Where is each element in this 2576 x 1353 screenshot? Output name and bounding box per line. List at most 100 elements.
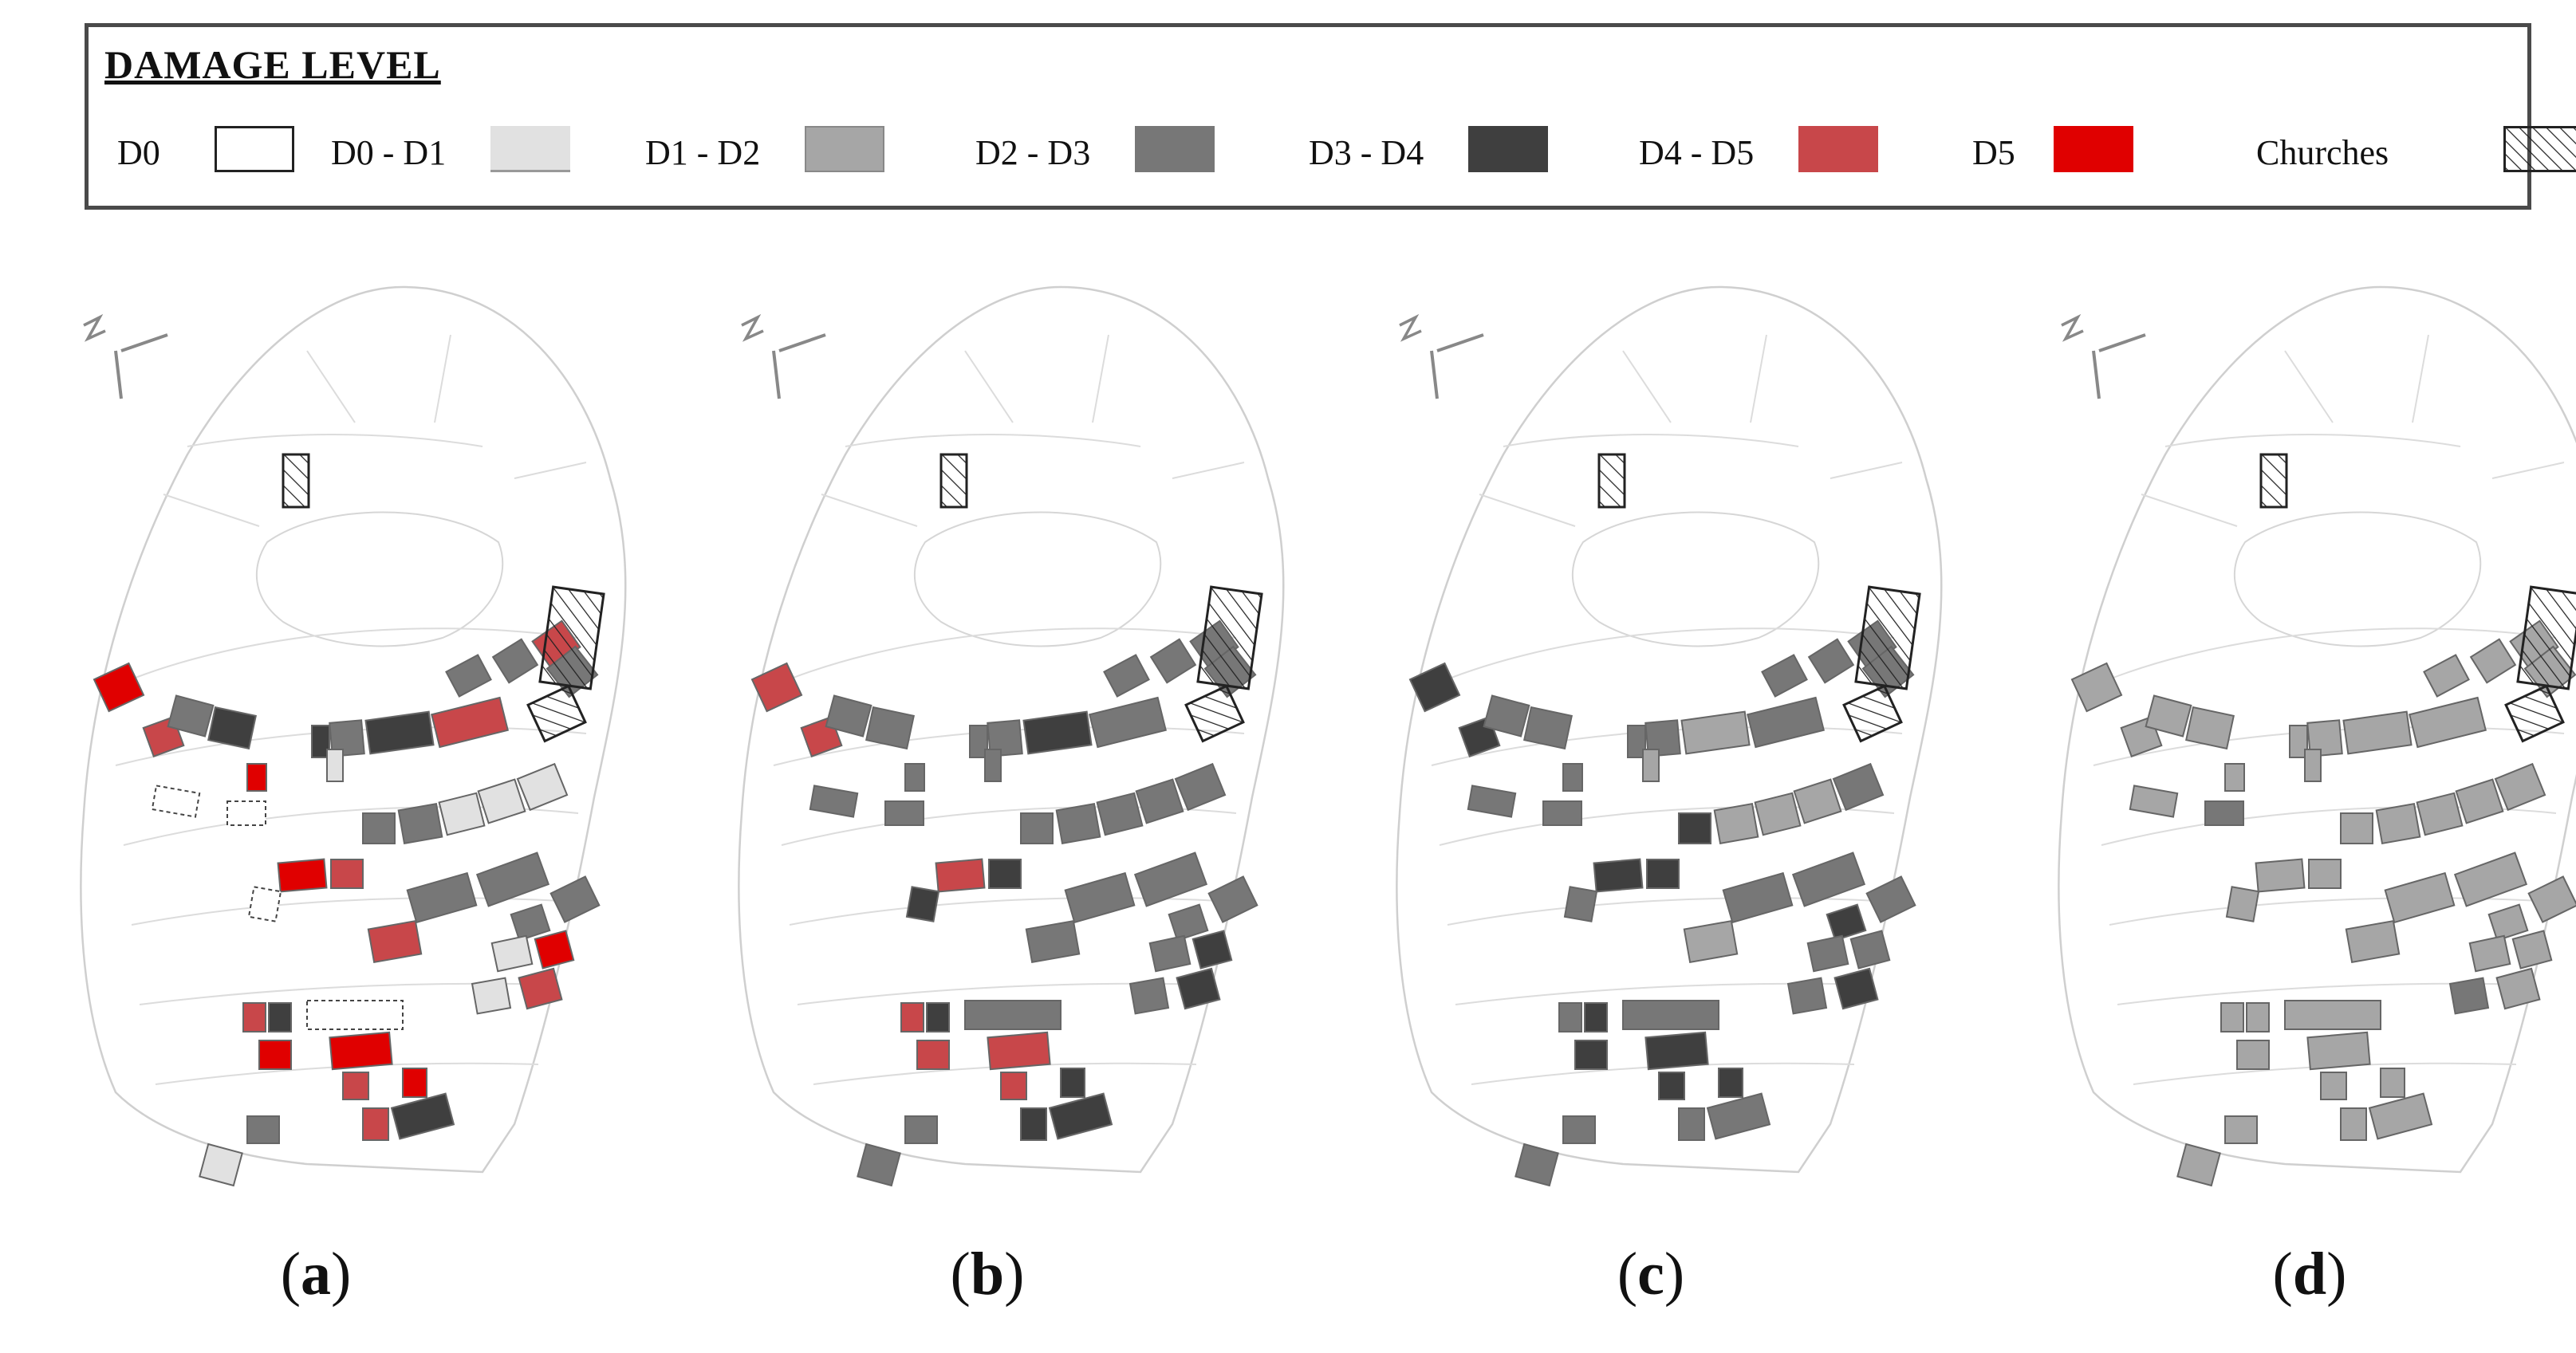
building-block [1207, 875, 1258, 923]
building-block [1176, 967, 1221, 1010]
legend-label: D3 - D4 [1309, 133, 1424, 172]
street-line [1172, 462, 1245, 479]
street-line [434, 334, 451, 423]
building-block [1713, 802, 1759, 845]
building-block [1055, 802, 1101, 845]
building-block [342, 1072, 369, 1100]
building-block [471, 977, 512, 1015]
legend-label: D0 [117, 133, 160, 172]
legend-swatch [1798, 126, 1878, 172]
building-block [1514, 1143, 1559, 1187]
building-block [1593, 858, 1644, 893]
building-block [2495, 967, 2541, 1010]
building-block [904, 1115, 938, 1144]
building-block [2494, 762, 2546, 812]
building-block [2224, 1115, 2258, 1144]
building-block [1678, 1107, 1705, 1141]
building-block [1849, 930, 1891, 970]
legend-swatch [215, 126, 294, 172]
legend-label: D0 - D1 [331, 133, 447, 172]
street-line [514, 462, 587, 479]
building-block [362, 812, 396, 844]
building-block [438, 792, 486, 836]
building-block [1574, 1040, 1608, 1070]
building-block [247, 886, 282, 922]
building-block [1584, 1002, 1608, 1032]
building-block [984, 749, 1002, 782]
building-block [1658, 1072, 1685, 1100]
building-block [2304, 749, 2322, 782]
legend-swatch [805, 126, 884, 172]
building-block [2468, 934, 2511, 973]
building-block [2236, 1040, 2270, 1070]
building-block [809, 785, 859, 818]
building-block [246, 1115, 280, 1144]
building-block [329, 1031, 393, 1071]
church [1597, 453, 1626, 509]
legend-label: Churches [2256, 133, 2389, 172]
map-panel-d [2058, 285, 2576, 1187]
central-block-outline [1571, 511, 1820, 647]
building-block [1683, 919, 1739, 964]
building-block [2469, 638, 2517, 684]
building-block [1791, 852, 1866, 907]
building-block [258, 1040, 292, 1070]
church [538, 585, 605, 690]
building-block [242, 1002, 266, 1032]
north-arrow-icon [2061, 313, 2146, 399]
church [1184, 684, 1245, 743]
building-block [1025, 919, 1081, 964]
church [939, 453, 968, 509]
building-block [964, 1000, 1062, 1030]
building-block [306, 1000, 404, 1030]
building-block [1706, 1092, 1771, 1140]
building-block [2306, 719, 2343, 757]
building-block [2255, 858, 2306, 893]
map-panel-b [738, 285, 1285, 1187]
legend-label: D2 - D3 [975, 133, 1091, 172]
building-block [926, 1002, 950, 1032]
building-block [2220, 1002, 2244, 1032]
panel-label-b: (b) [950, 1241, 1025, 1308]
building-block [93, 662, 145, 713]
building-block [1644, 1031, 1709, 1071]
building-block [2340, 1107, 2367, 1141]
building-block [1135, 778, 1184, 824]
building-block [390, 1092, 455, 1140]
building-block [2129, 785, 2179, 818]
panel-label-a: (a) [280, 1241, 352, 1308]
street-line [2412, 334, 2429, 423]
building-block [750, 662, 803, 713]
building-block [1826, 903, 1867, 942]
building-block [2448, 977, 2490, 1015]
building-block [475, 852, 550, 907]
building-block [2511, 930, 2553, 970]
building-block [1793, 778, 1842, 824]
building-block [2308, 859, 2342, 889]
building-block [490, 934, 534, 973]
building-block [987, 1031, 1051, 1071]
building-block [207, 706, 257, 750]
building-block [406, 871, 478, 924]
legend: DAMAGE LEVEL D0 D0 - D1 D1 - D2 D2 - D3 … [85, 23, 2576, 210]
street-line [187, 434, 483, 447]
north-arrow-icon [83, 313, 168, 399]
building-block [362, 1107, 389, 1141]
building-block [1761, 654, 1808, 698]
building-block [1562, 763, 1583, 792]
building-block [2375, 802, 2421, 845]
building-block [2145, 694, 2192, 737]
building-block [1680, 710, 1751, 755]
building-block [2176, 1143, 2221, 1187]
building-block [516, 762, 569, 812]
building-block [905, 886, 940, 922]
building-block [1722, 871, 1794, 924]
legend-title: DAMAGE LEVEL [104, 42, 441, 87]
building-block [1644, 719, 1681, 757]
building-block [1483, 694, 1530, 737]
building-block [1678, 812, 1711, 844]
building-block [857, 1143, 901, 1187]
building-block [246, 763, 267, 792]
building-block [2453, 852, 2528, 907]
building-block [1786, 977, 1828, 1015]
